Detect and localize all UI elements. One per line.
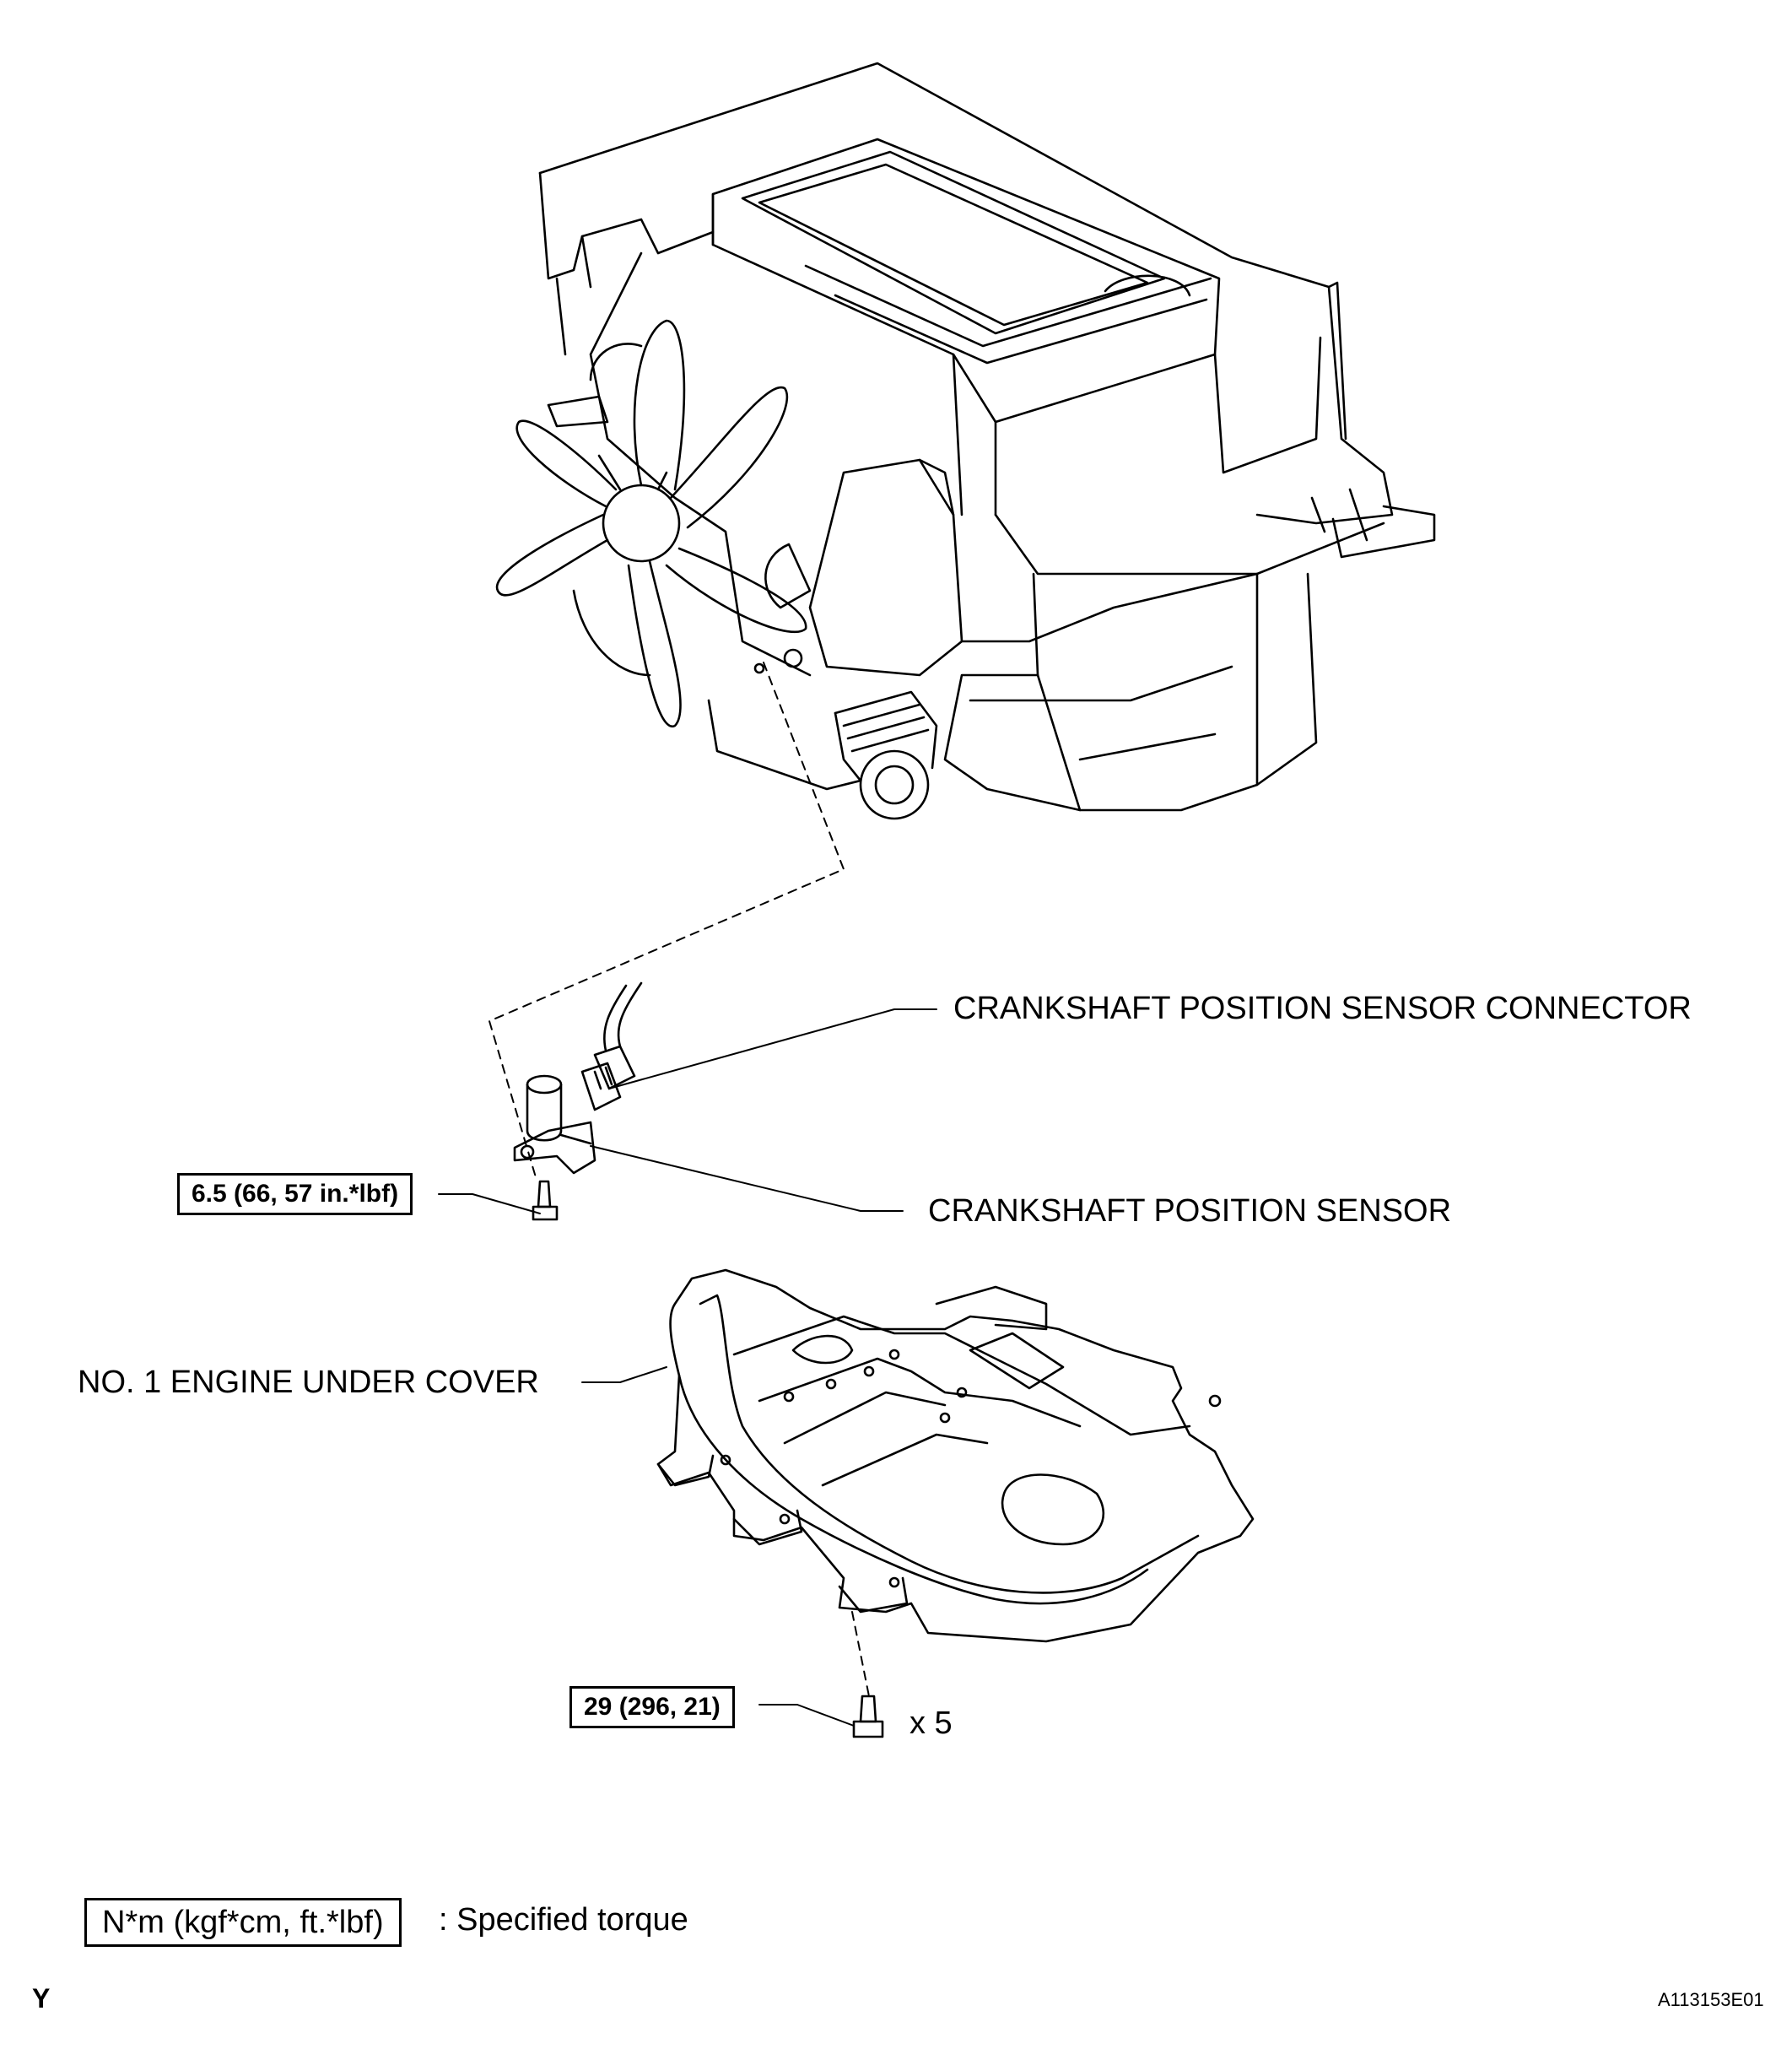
sensor-connector-label: CRANKSHAFT POSITION SENSOR CONNECTOR [953,991,1692,1026]
legend-torque-unit-box: N*m (kgf*cm, ft.*lbf) [84,1898,402,1947]
figure-id: A113153E01 [1658,1989,1764,2010]
leader-sensor-torque [438,1193,541,1214]
leader-under-cover [581,1366,667,1383]
corner-mark: Y [32,1983,51,2014]
leader-sensor [590,1145,904,1212]
sensor-label: CRANKSHAFT POSITION SENSOR [928,1193,1452,1229]
cover-bolt-torque: 29 (296, 21) [569,1686,735,1728]
sensor-mount-guide [488,662,845,1178]
leader-cover-torque [758,1704,855,1727]
sensor-bolt-torque: 6.5 (66, 57 in.*lbf) [177,1173,413,1215]
leader-sensor-connector [608,1008,937,1089]
under-cover-label: NO. 1 ENGINE UNDER COVER [78,1365,539,1400]
engine-illustration [495,62,1436,820]
legend-torque-text: : Specified torque [439,1902,688,1938]
cover-bolt-guide [851,1611,870,1697]
cover-bolt-illustration [852,1695,884,1738]
engine-under-cover-illustration [656,1268,1255,1643]
cooling-fan [495,319,807,728]
cover-bolt-quantity: x 5 [909,1706,953,1741]
crankshaft-sensor-illustration [513,981,643,1221]
